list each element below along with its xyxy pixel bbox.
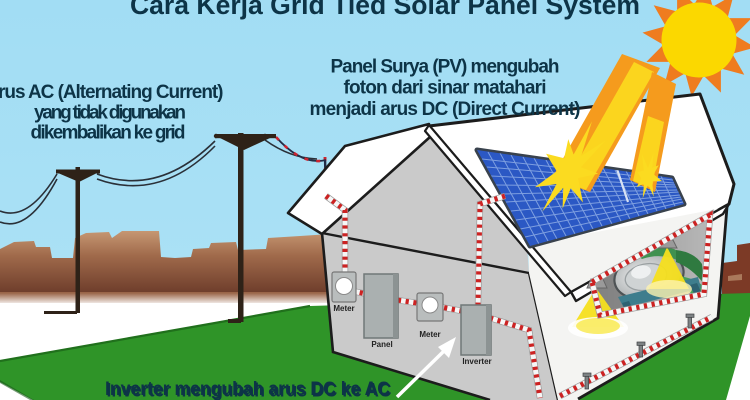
svg-text:Meter: Meter	[419, 330, 440, 339]
svg-text:arus AC (Alternating Current): arus AC (Alternating Current)	[0, 82, 224, 103]
svg-text:Inverter: Inverter	[462, 357, 491, 366]
svg-text:Inverter mengubah arus DC ke A: Inverter mengubah arus DC ke AC	[107, 381, 392, 400]
svg-text:Cara Kerja Grid Tied Solar Pan: Cara Kerja Grid Tied Solar Panel System	[130, 0, 640, 20]
svg-text:Panel Surya (PV) mengubah: Panel Surya (PV) mengubah	[331, 57, 560, 78]
svg-text:menjadi arus DC (Direct Curren: menjadi arus DC (Direct Current)	[310, 99, 581, 120]
svg-text:Meter: Meter	[333, 304, 354, 313]
svg-text:Panel: Panel	[371, 340, 392, 349]
svg-text:foton dari sinar matahari: foton dari sinar matahari	[344, 78, 547, 99]
svg-text:dikembalikan ke grid: dikembalikan ke grid	[31, 123, 186, 144]
svg-text:yang tidak digunakan: yang tidak digunakan	[34, 103, 186, 124]
svg-text:Inverter mengubah arus DC ke A: Inverter mengubah arus DC ke AC	[105, 379, 390, 400]
